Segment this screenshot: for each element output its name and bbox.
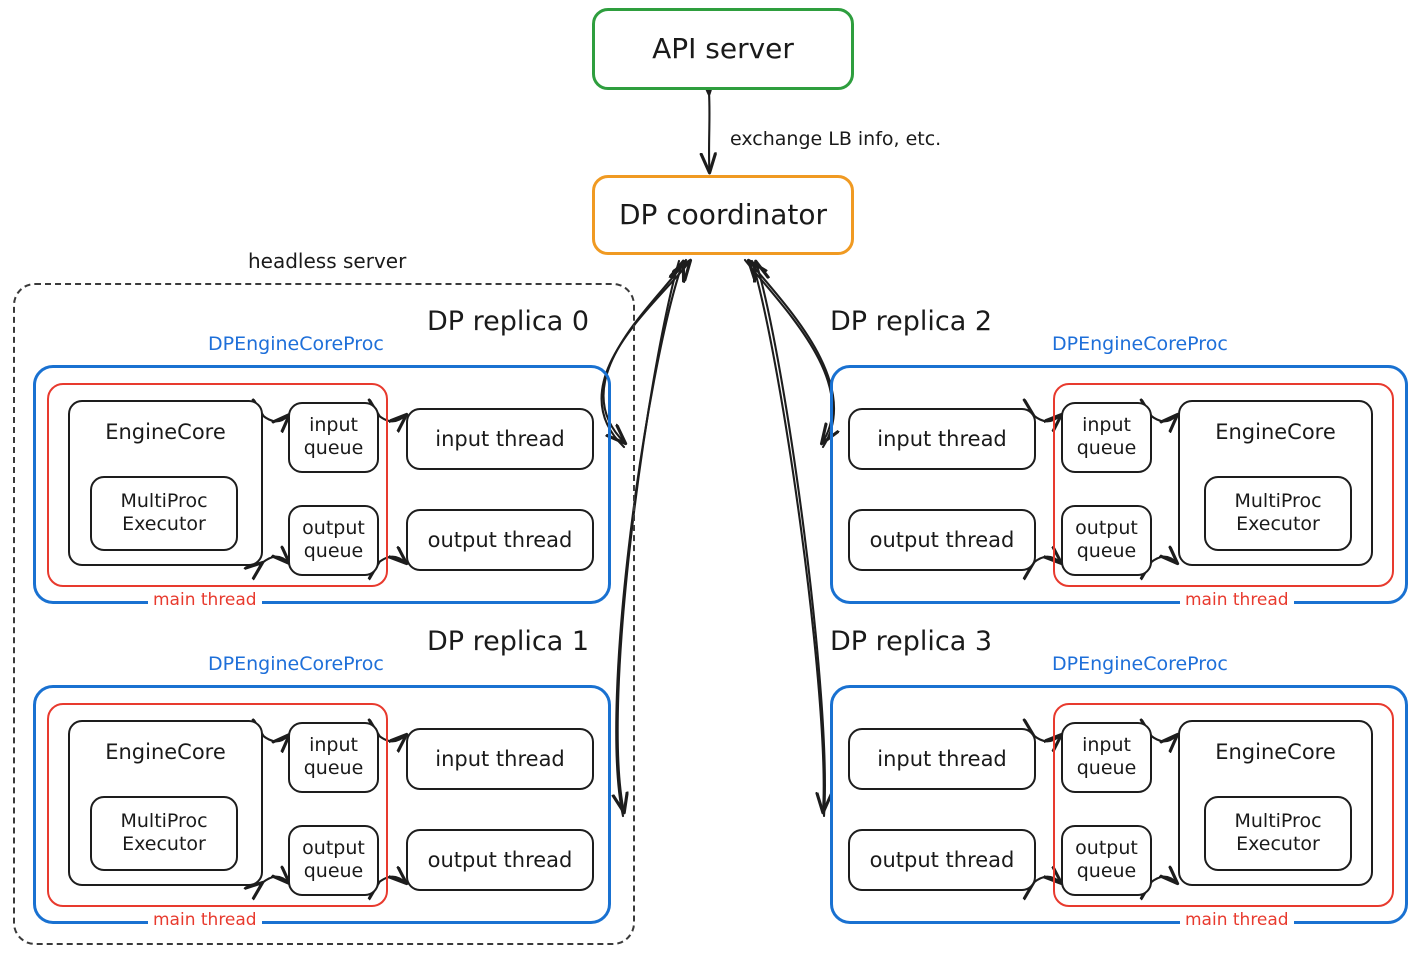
- replica-0-output-queue[interactable]: output queue: [288, 505, 379, 576]
- replica-1-output-queue-line1: output: [302, 837, 365, 860]
- replica-2-output-queue-line1: output: [1075, 517, 1138, 540]
- replica-0-multiproc-executor[interactable]: MultiProc Executor: [90, 476, 238, 551]
- replica-0-title: DP replica 0: [427, 306, 590, 337]
- dp-coordinator-box[interactable]: DP coordinator: [592, 175, 854, 255]
- replica-2-input-thread-label: input thread: [877, 426, 1007, 451]
- replica-3-output-thread[interactable]: output thread: [848, 829, 1036, 891]
- replica-3-multiproc-executor[interactable]: MultiProc Executor: [1204, 796, 1352, 871]
- replica-3-multiproc-line2: Executor: [1236, 833, 1320, 855]
- replica-2-main-thread-frame: [1053, 383, 1394, 587]
- replica-2-output-queue-line2: queue: [1076, 540, 1137, 562]
- replica-3-input-queue[interactable]: input queue: [1061, 722, 1152, 793]
- api-server-box[interactable]: API server: [592, 8, 854, 90]
- replica-0-input-queue-line1: input: [309, 414, 358, 437]
- replica-1-input-thread-label: input thread: [435, 746, 565, 771]
- replica-0-main-thread-label: main thread: [148, 590, 262, 610]
- replica-2-engine-core-label: EngineCore: [1215, 420, 1336, 444]
- replica-1-proc-frame: [33, 685, 611, 924]
- replica-3-proc-frame: [830, 685, 1408, 924]
- replica-3-input-thread[interactable]: input thread: [848, 728, 1036, 790]
- replica-1-main-thread-label: main thread: [148, 910, 262, 930]
- replica-2-proc-label: DPEngineCoreProc: [1052, 333, 1228, 355]
- replica-0-input-queue[interactable]: input queue: [288, 402, 379, 473]
- replica-1-multiproc-line1: MultiProc: [120, 810, 208, 833]
- replica-1-output-queue[interactable]: output queue: [288, 825, 379, 896]
- replica-0-proc-frame: [33, 365, 611, 604]
- replica-3-input-queue-line1: input: [1082, 734, 1131, 757]
- replica-2-input-thread[interactable]: input thread: [848, 408, 1036, 470]
- replica-1-output-thread[interactable]: output thread: [406, 829, 594, 891]
- replica-2-output-thread-label: output thread: [869, 527, 1015, 552]
- replica-1-output-thread-label: output thread: [427, 847, 573, 872]
- replica-2-multiproc-executor[interactable]: MultiProc Executor: [1204, 476, 1352, 551]
- replica-0-engine-core-label: EngineCore: [105, 420, 226, 444]
- replica-2-main-thread-label: main thread: [1180, 590, 1294, 610]
- api-server-label: API server: [652, 31, 794, 65]
- replica-2-input-queue[interactable]: input queue: [1061, 402, 1152, 473]
- replica-3-output-queue-line1: output: [1075, 837, 1138, 860]
- replica-1-input-queue-line1: input: [309, 734, 358, 757]
- replica-0-input-thread[interactable]: input thread: [406, 408, 594, 470]
- replica-3-output-queue-line2: queue: [1076, 860, 1137, 882]
- replica-3-title: DP replica 3: [830, 626, 993, 657]
- replica-0-output-queue-line1: output: [302, 517, 365, 540]
- replica-0-output-queue-line2: queue: [303, 540, 364, 562]
- replica-3-output-queue[interactable]: output queue: [1061, 825, 1152, 896]
- replica-0-output-thread[interactable]: output thread: [406, 509, 594, 571]
- dp-coordinator-label: DP coordinator: [618, 197, 828, 231]
- replica-3-proc-label: DPEngineCoreProc: [1052, 653, 1228, 675]
- replica-1-multiproc-line2: Executor: [122, 833, 206, 855]
- replica-2-proc-frame: [830, 365, 1408, 604]
- replica-1-input-queue-line2: queue: [303, 757, 364, 779]
- replica-1-multiproc-executor[interactable]: MultiProc Executor: [90, 796, 238, 871]
- replica-2-output-thread[interactable]: output thread: [848, 509, 1036, 571]
- replica-1-main-thread-frame: [47, 703, 388, 907]
- replica-2-title: DP replica 2: [830, 306, 993, 337]
- replica-2-multiproc-line1: MultiProc: [1234, 490, 1322, 513]
- replica-1-output-queue-line2: queue: [303, 860, 364, 882]
- replica-2-output-queue[interactable]: output queue: [1061, 505, 1152, 576]
- replica-3-main-thread-label: main thread: [1180, 910, 1294, 930]
- replica-3-input-queue-line2: queue: [1076, 757, 1137, 779]
- replica-1-proc-label: DPEngineCoreProc: [208, 653, 384, 675]
- replica-3-engine-core-label: EngineCore: [1215, 740, 1336, 764]
- replica-0-input-queue-line2: queue: [303, 437, 364, 459]
- replica-0-output-thread-label: output thread: [427, 527, 573, 552]
- replica-1-engine-core-label: EngineCore: [105, 740, 226, 764]
- headless-server-frame: [13, 283, 635, 945]
- replica-2-input-queue-line2: queue: [1076, 437, 1137, 459]
- replica-2-multiproc-line2: Executor: [1236, 513, 1320, 535]
- replica-1-input-queue[interactable]: input queue: [288, 722, 379, 793]
- replica-0-proc-label: DPEngineCoreProc: [208, 333, 384, 355]
- replica-1-input-thread[interactable]: input thread: [406, 728, 594, 790]
- replica-3-main-thread-frame: [1053, 703, 1394, 907]
- replica-0-main-thread-frame: [47, 383, 388, 587]
- replica-3-input-thread-label: input thread: [877, 746, 1007, 771]
- exchange-link-label: exchange LB info, etc.: [730, 128, 942, 150]
- replica-0-multiproc-line2: Executor: [122, 513, 206, 535]
- replica-0-input-thread-label: input thread: [435, 426, 565, 451]
- headless-server-label: headless server: [248, 249, 407, 273]
- replica-1-title: DP replica 1: [427, 626, 590, 657]
- replica-0-multiproc-line1: MultiProc: [120, 490, 208, 513]
- replica-3-output-thread-label: output thread: [869, 847, 1015, 872]
- replica-3-multiproc-line1: MultiProc: [1234, 810, 1322, 833]
- replica-2-input-queue-line1: input: [1082, 414, 1131, 437]
